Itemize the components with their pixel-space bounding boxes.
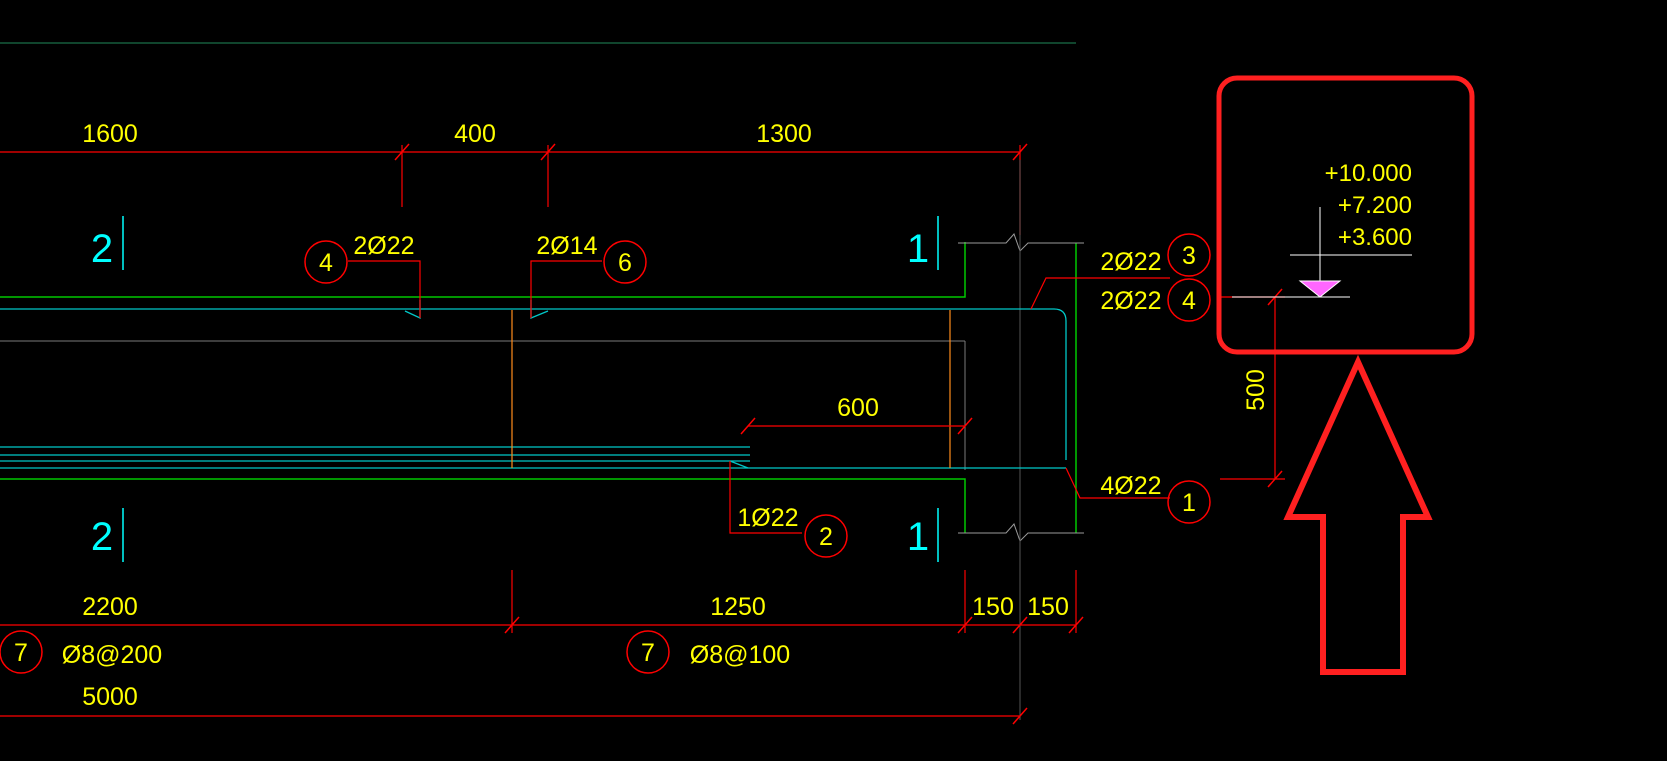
rebar-number: 3	[1182, 242, 1196, 270]
bottom-break-line	[958, 523, 1084, 542]
level-10000: +10.000	[1325, 160, 1412, 187]
dim-500: 500	[1220, 288, 1285, 488]
dim-1600-label: 1600	[82, 120, 138, 148]
dim-tick	[957, 417, 973, 435]
rebar-label-4-top[interactable]: 4 2Ø22	[304, 232, 415, 284]
stirrup-spec: Ø8@100	[690, 641, 790, 669]
level-3600: +3.600	[1338, 224, 1412, 251]
section-mark-2-top: 2	[91, 227, 113, 271]
rebar-label-4-right[interactable]: 4 2Ø22	[1100, 278, 1211, 322]
rebar-number: 7	[14, 639, 28, 667]
dim-tick	[504, 616, 520, 634]
section-mark-1-top: 1	[907, 227, 929, 271]
rebar-spec: 4Ø22	[1100, 472, 1161, 500]
dim-tick	[740, 417, 756, 435]
rebar-number: 6	[618, 249, 632, 277]
rebar-spec: 2Ø22	[1100, 287, 1161, 315]
beam-top-edge	[0, 242, 966, 298]
beam-bottom-edge	[0, 478, 966, 533]
dim-500-label: 500	[1242, 369, 1270, 411]
rebar-spec: 2Ø22	[1100, 248, 1161, 276]
rebar-number-bubble	[1167, 233, 1211, 277]
rebar-number-bubble	[626, 630, 670, 674]
dim-tick	[1012, 143, 1028, 161]
stirrup-label-7-left[interactable]: 7 Ø8@200	[0, 630, 162, 674]
up-arrow-icon	[1283, 354, 1433, 675]
top-break-line	[958, 233, 1084, 252]
leader-line	[348, 260, 421, 318]
dim-400-label: 400	[454, 120, 496, 148]
rebar-hook	[729, 460, 749, 469]
section-mark-2-bottom: 2	[91, 515, 113, 559]
dim-tick	[1068, 616, 1084, 634]
section-mark-1-bottom: 1	[907, 515, 929, 559]
dim-150-label-b: 150	[1027, 593, 1069, 621]
rebar-lines	[0, 300, 1067, 470]
dim-150-label-a: 150	[972, 593, 1014, 621]
stirrup-label-7-right[interactable]: 7 Ø8@100	[626, 630, 790, 674]
rebar-number-bubble	[603, 240, 647, 284]
rebar-number-bubble	[1167, 480, 1211, 524]
dim-600-label: 600	[837, 394, 879, 422]
leader-lines	[348, 260, 1170, 534]
dim-tick	[1267, 470, 1283, 488]
level-7200: +7.200	[1338, 192, 1412, 219]
rebar-number-bubble	[804, 514, 848, 558]
beam-outline	[0, 242, 1077, 533]
rebar-label-1[interactable]: 1 4Ø22	[1100, 472, 1211, 524]
dim-600: 600	[740, 394, 973, 435]
section-marks: 2 2 1 1	[91, 216, 939, 562]
rebar-label-6[interactable]: 6 2Ø14	[536, 232, 647, 284]
rebar-label-2[interactable]: 2 1Ø22	[737, 504, 848, 558]
rebar-spec: 1Ø22	[737, 504, 798, 532]
break-lines	[958, 160, 1084, 720]
top-main-rebar	[0, 308, 1067, 460]
level-highlight-box[interactable]: +10.000 +7.200 +3.600	[1216, 75, 1475, 355]
bottom-dimension-chain: 2200 1250 150 150 5000	[0, 570, 1084, 725]
rebar-number-bubble	[0, 630, 43, 674]
rebar-label-3[interactable]: 3 2Ø22	[1100, 233, 1211, 277]
stirrup-lines	[511, 310, 951, 468]
dim-tick	[1012, 616, 1028, 634]
rebar-number-bubble	[1167, 278, 1211, 322]
dim-tick	[540, 143, 556, 161]
leader-line	[530, 260, 602, 318]
leader-line	[1030, 277, 1170, 310]
dim-1300-label: 1300	[756, 120, 812, 148]
dim-tick	[957, 616, 973, 634]
leader-line	[1065, 467, 1170, 499]
rebar-number: 4	[319, 249, 333, 277]
stirrup-spec: Ø8@200	[62, 641, 162, 669]
dim-5000-label: 5000	[82, 683, 138, 711]
highlight-rectangle	[1216, 75, 1475, 355]
dim-2200-label: 2200	[82, 593, 138, 621]
level-marker-triangle-icon	[1298, 280, 1342, 298]
rebar-number-bubble	[304, 240, 348, 284]
rebar-spec: 2Ø22	[353, 232, 414, 260]
rebar-number: 2	[819, 523, 833, 551]
rebar-number: 4	[1182, 287, 1196, 315]
dim-1250-label: 1250	[710, 593, 766, 621]
dim-tick	[1012, 707, 1028, 725]
rebar-number: 1	[1182, 489, 1196, 517]
dim-tick	[394, 143, 410, 161]
rebar-number: 7	[641, 639, 655, 667]
leader-line	[729, 461, 802, 534]
rebar-spec: 2Ø14	[536, 232, 597, 260]
top-dimension-chain: 1600 400 1300	[0, 120, 1028, 235]
